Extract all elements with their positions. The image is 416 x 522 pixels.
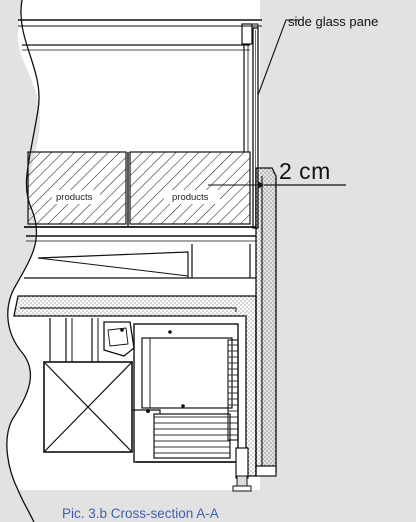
figure-caption: Pic. 3.b Cross-section A-A (62, 506, 219, 521)
callout-leader (257, 19, 300, 96)
side-wall-insulation (255, 167, 277, 477)
display-frame (18, 19, 262, 152)
product-label-1: products (56, 192, 93, 203)
break-line (6, 0, 40, 522)
air-duct (24, 235, 256, 279)
adjustable-foot (232, 447, 252, 492)
side-glass-pane-label: side glass pane (288, 14, 379, 29)
refrigeration-unit (43, 318, 242, 463)
products-area (24, 151, 256, 228)
product-label-2: products (172, 192, 209, 203)
dimension-label: 2 cm (279, 158, 331, 184)
